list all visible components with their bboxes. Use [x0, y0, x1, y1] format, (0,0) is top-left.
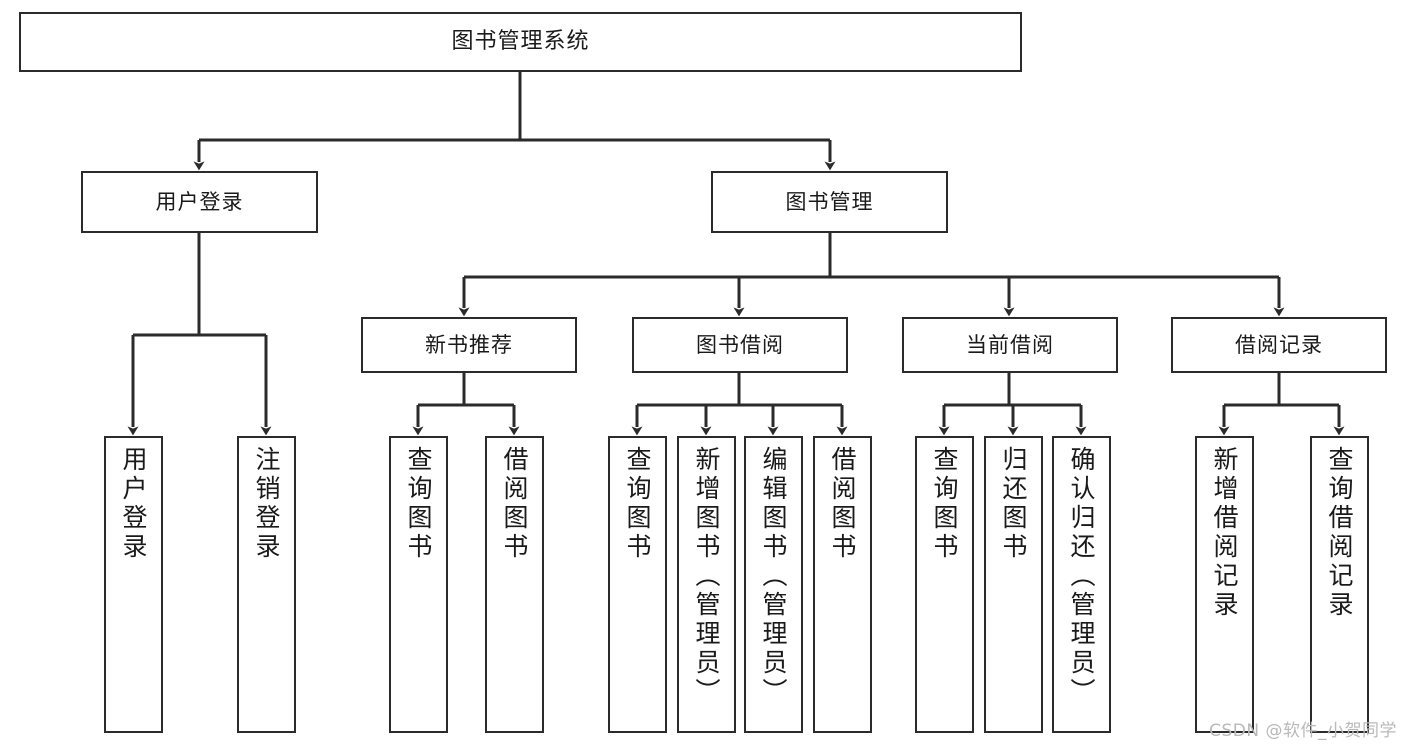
- node-label: 新增图书（管理员）: [692, 446, 721, 707]
- leaf-logout-login[interactable]: 注销登录: [237, 436, 296, 733]
- node-label: 查询图书: [404, 446, 433, 562]
- node-label: 借阅图书: [500, 446, 529, 562]
- node-label: 借阅图书: [828, 446, 857, 562]
- leaf-query-book-current-borrow[interactable]: 查询图书: [915, 436, 974, 733]
- leaf-user-login[interactable]: 用户登录: [104, 436, 163, 733]
- node-label: 图书管理: [785, 189, 874, 214]
- node-borrow-record[interactable]: 借阅记录: [1171, 317, 1387, 373]
- node-label: 图书借阅: [696, 332, 784, 357]
- node-label: 归还图书: [999, 446, 1028, 562]
- leaf-confirm-return-admin[interactable]: 确认归还（管理员）: [1052, 436, 1111, 733]
- leaf-add-borrow-record[interactable]: 新增借阅记录: [1195, 436, 1254, 733]
- node-label: 查询图书: [623, 446, 652, 562]
- node-label: 编辑图书（管理员）: [759, 446, 788, 707]
- leaf-borrow-book-borrow[interactable]: 借阅图书: [813, 436, 872, 733]
- leaf-edit-book-admin[interactable]: 编辑图书（管理员）: [744, 436, 803, 733]
- node-root-book-management-system[interactable]: 图书管理系统: [19, 12, 1022, 72]
- node-label: 查询借阅记录: [1325, 446, 1354, 620]
- node-label: 当前借阅: [966, 332, 1054, 357]
- node-label: 注销登录: [252, 446, 281, 562]
- node-book-management[interactable]: 图书管理: [711, 171, 948, 233]
- node-label: 新书推荐: [425, 332, 513, 357]
- leaf-add-book-admin[interactable]: 新增图书（管理员）: [677, 436, 736, 733]
- csdn-watermark: CSDN @软件_小贺同学: [1209, 721, 1397, 741]
- node-book-borrow[interactable]: 图书借阅: [632, 317, 848, 373]
- node-label: 图书管理系统: [451, 29, 590, 55]
- node-label: 确认归还（管理员）: [1067, 446, 1096, 707]
- node-new-book-recommend[interactable]: 新书推荐: [361, 317, 577, 373]
- node-label: 借阅记录: [1235, 332, 1323, 357]
- node-label: 用户登录: [155, 189, 244, 214]
- leaf-return-book[interactable]: 归还图书: [984, 436, 1043, 733]
- leaf-query-borrow-record[interactable]: 查询借阅记录: [1310, 436, 1369, 733]
- node-label: 查询图书: [930, 446, 959, 562]
- node-current-borrow[interactable]: 当前借阅: [902, 317, 1118, 373]
- leaf-query-book-new-recommend[interactable]: 查询图书: [389, 436, 448, 733]
- node-label: 新增借阅记录: [1210, 446, 1239, 620]
- node-user-login[interactable]: 用户登录: [81, 171, 318, 233]
- leaf-query-book-borrow[interactable]: 查询图书: [608, 436, 667, 733]
- node-label: 用户登录: [119, 446, 148, 562]
- leaf-borrow-book-new-recommend[interactable]: 借阅图书: [485, 436, 544, 733]
